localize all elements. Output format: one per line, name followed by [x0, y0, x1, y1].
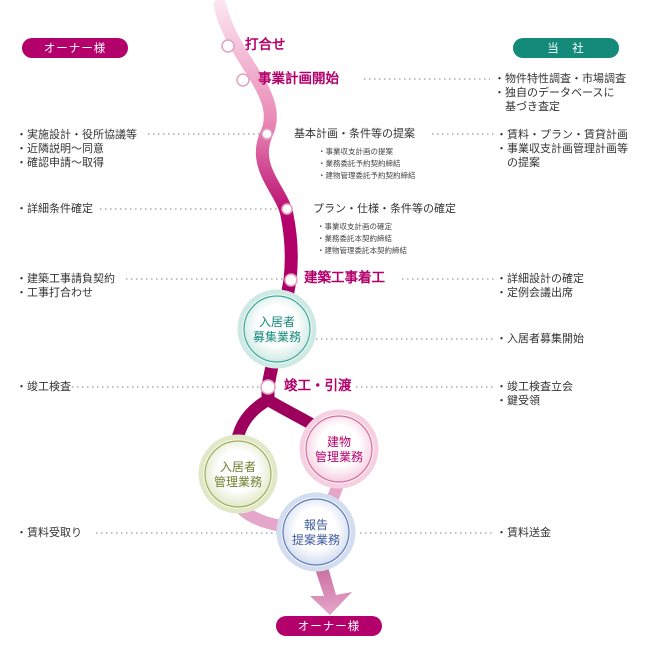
step-dot-6 [260, 379, 276, 395]
owner-note-1-line-2: ・近隣説明～同意 [16, 142, 104, 155]
owner-note-2-line-1: ・詳細条件確定 [16, 202, 93, 215]
step-3-sub-1: ・事業収支計画の提案 [318, 147, 393, 156]
company-note-6-line-1: ・賃料送金 [496, 526, 551, 539]
step-label-4: プラン・仕様・条件等の確定 [313, 202, 456, 215]
service-2-line-1: 建物 [326, 435, 351, 449]
company-note-4: ・入居者募集開始 [496, 332, 584, 346]
company-note-3-line-1: ・詳細設計の確定 [496, 272, 584, 285]
company-note-1-line-2: ・独自のデータベースに [494, 86, 615, 99]
owner-footer: オーナー様 [276, 616, 382, 636]
company-note-1-line-1: ・物件特性調査・市場調査 [494, 72, 626, 85]
step-label-5: 建築工事着工 [304, 270, 385, 286]
company-note-3-line-2: ・定例会議出席 [496, 286, 573, 299]
service-text-2: 建物 管理業務 [303, 435, 375, 465]
step-4-sub-1: ・事業収支計画の確定 [317, 222, 392, 231]
company-note-5-line-2: ・鍵受領 [496, 394, 540, 407]
service-1-line-1: 入居者 [258, 315, 295, 329]
step-label-2: 事業計画開始 [258, 71, 339, 87]
company-note-5: ・竣工検査立会 ・鍵受領 [496, 380, 573, 408]
owner-note-2: ・詳細条件確定 [16, 202, 93, 216]
company-note-2-line-2: ・事業収支計画管理計画等 [496, 142, 628, 155]
flow-arrow [310, 560, 352, 615]
service-2-line-2: 管理業務 [314, 450, 363, 464]
service-3-line-2: 管理業務 [213, 475, 262, 489]
step-3-sub-3: ・建物管理委託予約契約締結 [318, 171, 416, 180]
company-note-4-line-1: ・入居者募集開始 [496, 332, 584, 345]
service-circle-4 [276, 492, 356, 572]
company-note-5-line-1: ・竣工検査立会 [496, 380, 573, 393]
step-dot-4 [281, 203, 293, 215]
company-note-2-line-3: の提案 [496, 156, 540, 169]
company-note-3: ・詳細設計の確定 ・定例会議出席 [496, 272, 584, 300]
owner-header: オーナー様 [22, 38, 128, 58]
step-4-sub-2: ・業務委託本契約締結 [317, 234, 392, 243]
owner-note-1-line-3: ・確認申請～取得 [16, 156, 104, 169]
service-text-3: 入居者 管理業務 [202, 460, 274, 490]
step-dot-3 [261, 128, 273, 140]
owner-note-1-line-1: ・実施設計・役所協議等 [16, 128, 137, 141]
step-dot-1 [221, 39, 235, 53]
owner-note-3: ・建築工事請負契約 ・工事打合わせ [16, 272, 115, 300]
step-3-sub-2: ・業務委託予約契約締結 [318, 159, 401, 168]
company-note-6: ・賃料送金 [496, 526, 551, 540]
company-note-1-line-3: 基づき査定 [494, 100, 560, 113]
step-4-sub-3: ・建物管理委託本契約締結 [317, 246, 407, 255]
step-label-1: 打合せ [245, 37, 286, 53]
step-label-3: 基本計画・条件等の提案 [294, 127, 415, 140]
step-dot-2 [236, 73, 250, 87]
service-4-line-1: 報告 [303, 518, 328, 532]
service-circle-2 [299, 409, 379, 489]
service-1-line-2: 募集業務 [252, 330, 301, 344]
owner-note-3-line-2: ・工事打合わせ [16, 286, 93, 299]
owner-note-5: ・賃料受取り [16, 526, 82, 540]
owner-note-4: ・竣工検査 [16, 380, 71, 394]
company-note-2-line-1: ・賃料・プラン・賃貸計画 [496, 128, 628, 141]
service-3-line-1: 入居者 [219, 460, 256, 474]
service-4-line-2: 提案業務 [291, 533, 340, 547]
leader-lines [72, 78, 494, 534]
owner-note-4-line-1: ・竣工検査 [16, 380, 71, 393]
company-note-2: ・賃料・プラン・賃貸計画 ・事業収支計画管理計画等 の提案 [496, 128, 628, 170]
step-dots [221, 39, 298, 395]
owner-note-1: ・実施設計・役所協議等 ・近隣説明～同意 ・確認申請～取得 [16, 128, 137, 170]
owner-note-3-line-1: ・建築工事請負契約 [16, 272, 115, 285]
service-circle-3 [198, 434, 278, 514]
step-dot-5 [284, 273, 298, 287]
service-text-4: 報告 提案業務 [280, 518, 352, 548]
company-note-1: ・物件特性調査・市場調査 ・独自のデータベースに 基づき査定 [494, 72, 626, 114]
company-header: 当 社 [513, 38, 619, 58]
service-text-1: 入居者 募集業務 [241, 315, 313, 345]
service-circle-1 [237, 289, 317, 369]
owner-note-5-line-1: ・賃料受取り [16, 526, 82, 539]
step-label-6: 竣工・引渡 [284, 378, 352, 394]
